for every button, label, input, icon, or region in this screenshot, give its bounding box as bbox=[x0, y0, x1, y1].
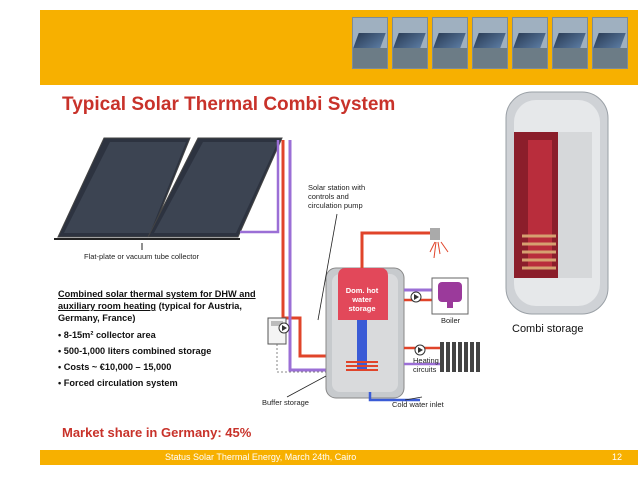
footer-text: Status Solar Thermal Energy, March 24th,… bbox=[165, 452, 357, 462]
header-photo bbox=[592, 17, 628, 69]
description-header: Combined solar thermal system for DHW an… bbox=[58, 289, 256, 311]
collector-label: Flat-plate or vacuum tube collector bbox=[84, 252, 200, 261]
header-photo bbox=[472, 17, 508, 69]
heating-circuits-label: Heating circuits bbox=[413, 356, 439, 374]
header-photo bbox=[392, 17, 428, 69]
system-description: Combined solar thermal system for DHW an… bbox=[58, 288, 258, 393]
list-item: 8-15m² collector area bbox=[58, 329, 258, 341]
page-number: 12 bbox=[612, 452, 623, 462]
solar-station-label: Solar station with controls and circulat… bbox=[308, 183, 366, 210]
slide-title: Typical Solar Thermal Combi System bbox=[62, 94, 396, 115]
combi-storage-label: Combi storage bbox=[512, 323, 584, 335]
boiler-label: Boiler bbox=[441, 316, 461, 325]
list-item: 500-1,000 liters combined storage bbox=[58, 345, 258, 357]
footer-bar bbox=[40, 450, 638, 465]
description-header-suffix: (typical for Austria, Germany, France) bbox=[58, 301, 242, 323]
buffer-storage-label: Buffer storage bbox=[262, 398, 309, 407]
boiler-icon bbox=[431, 277, 469, 315]
market-share: Market share in Germany: 45% bbox=[62, 425, 252, 440]
combi-storage-image bbox=[505, 91, 609, 315]
collector-panels bbox=[54, 137, 283, 240]
radiator-icon bbox=[440, 342, 480, 372]
cold-water-inlet-label: Cold water inlet bbox=[392, 400, 444, 409]
list-item: Forced circulation system bbox=[58, 377, 258, 389]
shower-icon bbox=[429, 228, 449, 259]
header-photo bbox=[352, 17, 388, 69]
bullet-list: 8-15m² collector area 500-1,000 liters c… bbox=[58, 329, 258, 389]
header-photo bbox=[432, 17, 468, 69]
dhw-tank-label: Dom. hot water storage bbox=[345, 286, 379, 313]
header-photo bbox=[512, 17, 548, 69]
list-item: Costs ~ €10,000 – 15,000 bbox=[58, 361, 258, 373]
header-photo bbox=[552, 17, 588, 69]
